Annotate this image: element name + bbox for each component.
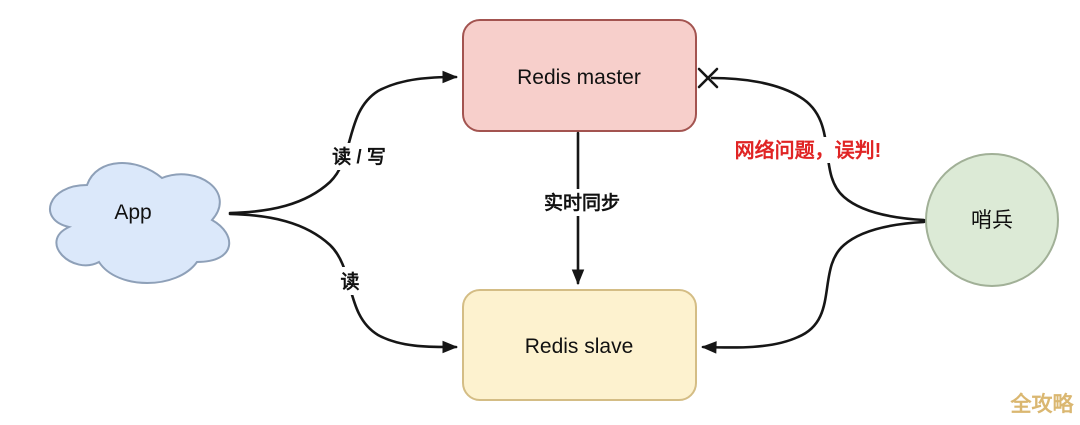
edge-label-read: 读 [340,270,359,293]
edge-app-to-master [228,70,458,215]
broken-link-x-icon [697,67,719,89]
app-label: App [114,201,151,224]
sentinel-label: 哨兵 [971,209,1013,232]
read-write-label-bg [320,143,398,170]
read-label-bg [335,267,365,295]
sentinel-circle [925,153,1059,287]
edge-label-read-write: 读 / 写 [332,145,386,168]
annotation-label-bg [720,137,896,163]
redis-master-box [462,19,697,132]
app-cloud-shape [49,162,231,284]
edge-label-realtime-sync: 实时同步 [544,191,620,214]
redis-master-label: Redis master [517,66,641,89]
sync-label-bg [538,189,626,216]
annotation-network-issue: 网络问题，误判! [735,138,882,162]
watermark: 全攻略 [1010,392,1075,416]
redis-slave-box [462,289,697,401]
edge-sentinel-to-slave [701,220,926,354]
redis-slave-label: Redis slave [525,335,634,358]
